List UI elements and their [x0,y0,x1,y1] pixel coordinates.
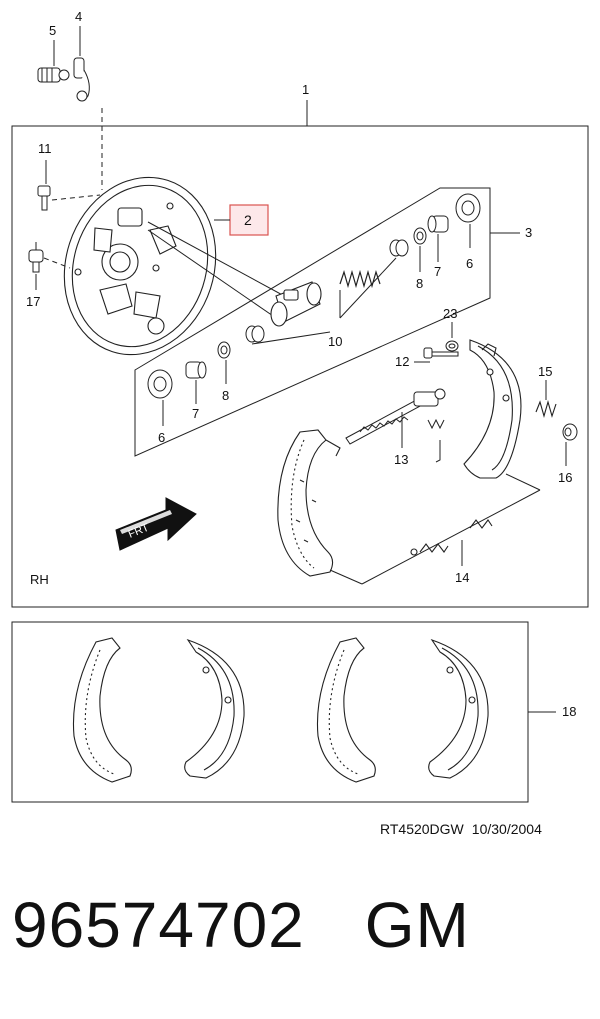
kit-shoe-3 [316,637,376,783]
bleeder-cap-4 [73,57,90,102]
callout-8-left: 8 [222,388,229,403]
cup-16 [562,423,578,441]
callout-8-right: 8 [416,276,423,291]
callout-7-right: 7 [434,264,441,279]
bolt-11 [37,185,51,211]
assembly-frame [11,125,589,608]
wheel-cylinder-body [270,281,322,327]
wheel-cylinder-kit-outline [134,187,491,457]
piston-7-right [427,215,449,233]
backing-plate [63,176,217,356]
callout-13: 13 [394,452,408,467]
kit-shoe-2 [184,638,245,779]
seal-8-right [413,227,427,245]
pin-12 [423,347,459,359]
drawing-ref-code: RT4520DGW [380,821,464,837]
cylinder-spring-10 [339,269,381,289]
callout-14: 14 [455,570,469,585]
adjuster-13 [345,388,446,463]
callout-7-left: 7 [192,406,199,421]
callout-1: 1 [302,82,309,97]
callout-2: 2 [244,212,252,228]
callout-4: 4 [75,9,82,24]
callout-3: 3 [525,225,532,240]
brake-shoe-left [277,429,341,577]
callout-18: 18 [562,704,576,719]
boot-6-right [455,193,481,223]
callout-16: 16 [558,470,572,485]
return-spring-14 [410,519,493,556]
boot-6-left [147,369,173,399]
callout-12: 12 [395,354,409,369]
callout-11: 11 [38,141,52,156]
callout-10: 10 [328,334,342,349]
callout-15: 15 [538,364,552,379]
brake-shoe-right [463,339,522,479]
pin-17 [28,242,44,273]
drawing-reference: RT4520DGW 10/30/2004 [380,821,542,837]
cup-right-10 [389,239,409,257]
callout-17: 17 [26,294,40,309]
callout-6-right: 6 [466,256,473,271]
brand-name: GM [364,889,470,961]
front-direction-arrow [115,497,197,551]
spring-15 [535,399,557,419]
bleeder-screw-5 [37,67,70,83]
part-number: 96574702 [12,889,305,961]
kit-shoe-4 [428,638,489,779]
washer-23 [445,340,459,352]
drawing-date: 10/30/2004 [471,821,542,837]
piston-7-left [185,361,207,379]
seal-8-left [217,341,231,359]
callout-2-highlight [229,204,269,236]
callout-6-left: 6 [158,430,165,445]
kit-shoe-1 [72,637,132,783]
callout-23: 23 [443,306,457,321]
cup-left-10 [245,325,265,343]
side-label: RH [30,572,49,587]
callout-5: 5 [49,23,56,38]
